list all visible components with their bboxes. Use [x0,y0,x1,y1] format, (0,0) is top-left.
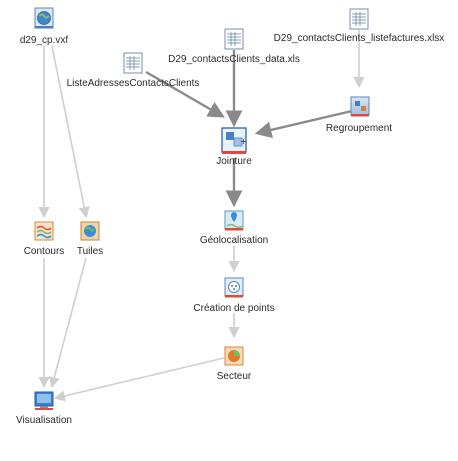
svg-text:+: + [240,137,247,146]
globe-file-icon [34,7,54,29]
node-label: Regroupement [326,123,392,134]
edge-tuiles-to-visualisation [48,257,87,389]
tiles-icon [80,221,100,241]
table-file-icon [123,52,143,74]
node-label: d29_cp.vxf [20,35,69,46]
node-label: Visualisation [16,415,72,426]
table-file-icon [349,8,369,30]
edge-liste-to-jointure [145,70,225,118]
node-contacts-factures[interactable]: D29_contactsClients_listefactures.xlsx [274,8,445,44]
node-d29-cp[interactable]: d29_cp.vxf [20,7,69,46]
node-regroupement[interactable]: Regroupement [326,96,392,134]
node-geolocalisation[interactable]: Géolocalisation [200,210,268,246]
group-icon [350,96,370,117]
node-label: D29_contactsClients_data.xls [168,54,300,65]
node-tuiles[interactable]: Tuiles [77,221,103,257]
node-label: Contours [24,246,65,257]
node-creation-points[interactable]: Création de points [193,277,275,314]
node-label: Jointure [216,156,252,167]
node-label: Géolocalisation [200,235,268,246]
join-icon: + [221,127,247,154]
table-file-icon [224,28,244,50]
node-label: Secteur [217,371,252,382]
map-pin-icon [224,210,244,231]
contour-lines-icon [34,221,54,241]
node-visualisation[interactable]: Visualisation [16,391,72,426]
node-label: Tuiles [77,246,103,257]
node-jointure[interactable]: + Jointure [216,127,252,167]
edge-cp-to-tuiles [51,45,90,219]
node-label: D29_contactsClients_listefactures.xlsx [274,33,445,44]
node-label: Création de points [193,303,274,314]
points-icon [224,277,244,298]
node-contacts-data[interactable]: D29_contactsClients_data.xls [168,28,300,65]
edges [38,30,365,402]
edge-secteur-to-visualisation [53,357,225,402]
node-contours[interactable]: Contours [24,221,65,257]
node-secteur[interactable]: Secteur [217,346,252,382]
sector-icon [224,346,244,366]
node-liste-adresses[interactable]: ListeAdressesContactsClients [67,52,200,89]
monitor-icon [34,391,54,410]
edge-regroupement-to-jointure [254,109,353,139]
node-label: ListeAdressesContactsClients [67,78,200,89]
